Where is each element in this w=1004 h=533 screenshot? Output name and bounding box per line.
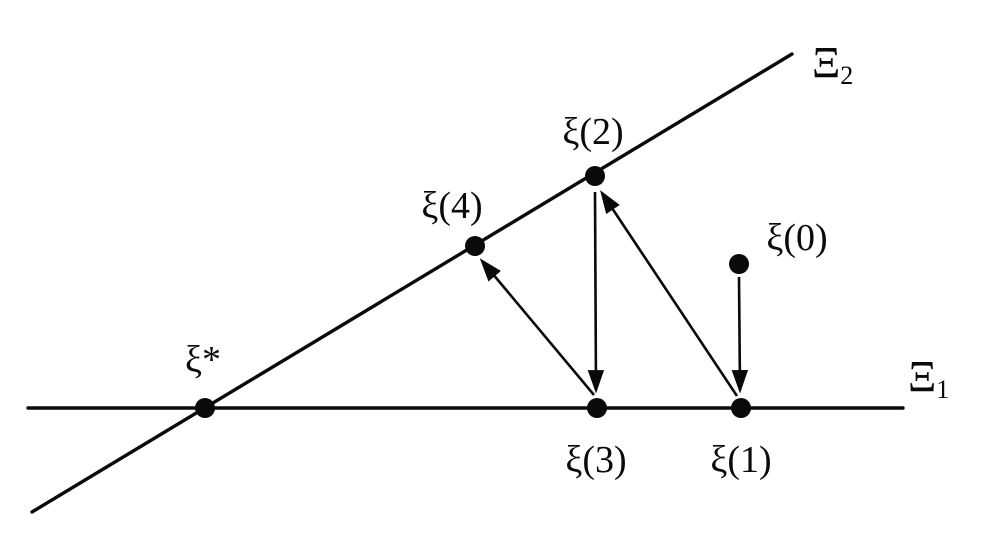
label-xi-4: ξ(4) (421, 185, 482, 227)
label-set-xi2-main: Ξ (812, 38, 840, 87)
label-set-xi1: Ξ1 (908, 352, 949, 404)
point-xi-1 (731, 398, 751, 418)
label-set-xi1-sub: 1 (936, 375, 949, 404)
arrow-xi0-to-xi1 (731, 276, 749, 394)
label-xi-2: ξ(2) (562, 111, 623, 153)
arrow-xi1-to-xi2 (600, 190, 739, 397)
point-xi-0 (729, 254, 749, 274)
label-xi-star: ξ* (185, 339, 221, 381)
label-set-xi2: Ξ2 (812, 38, 853, 90)
label-xi-1: ξ(1) (710, 439, 771, 481)
arrow-xi2-to-xi3 (587, 191, 605, 394)
set-line-xi2 (30, 52, 794, 514)
label-set-xi1-main: Ξ (908, 352, 936, 401)
label-set-xi2-sub: 2 (840, 61, 853, 90)
label-xi-0: ξ(0) (766, 217, 827, 259)
label-xi-3: ξ(3) (565, 439, 626, 481)
point-xi-2 (585, 166, 605, 186)
point-xi-star (195, 398, 215, 418)
arrow-xi3-to-xi4 (479, 258, 595, 396)
point-xi-4 (465, 236, 485, 256)
point-xi-3 (587, 398, 607, 418)
